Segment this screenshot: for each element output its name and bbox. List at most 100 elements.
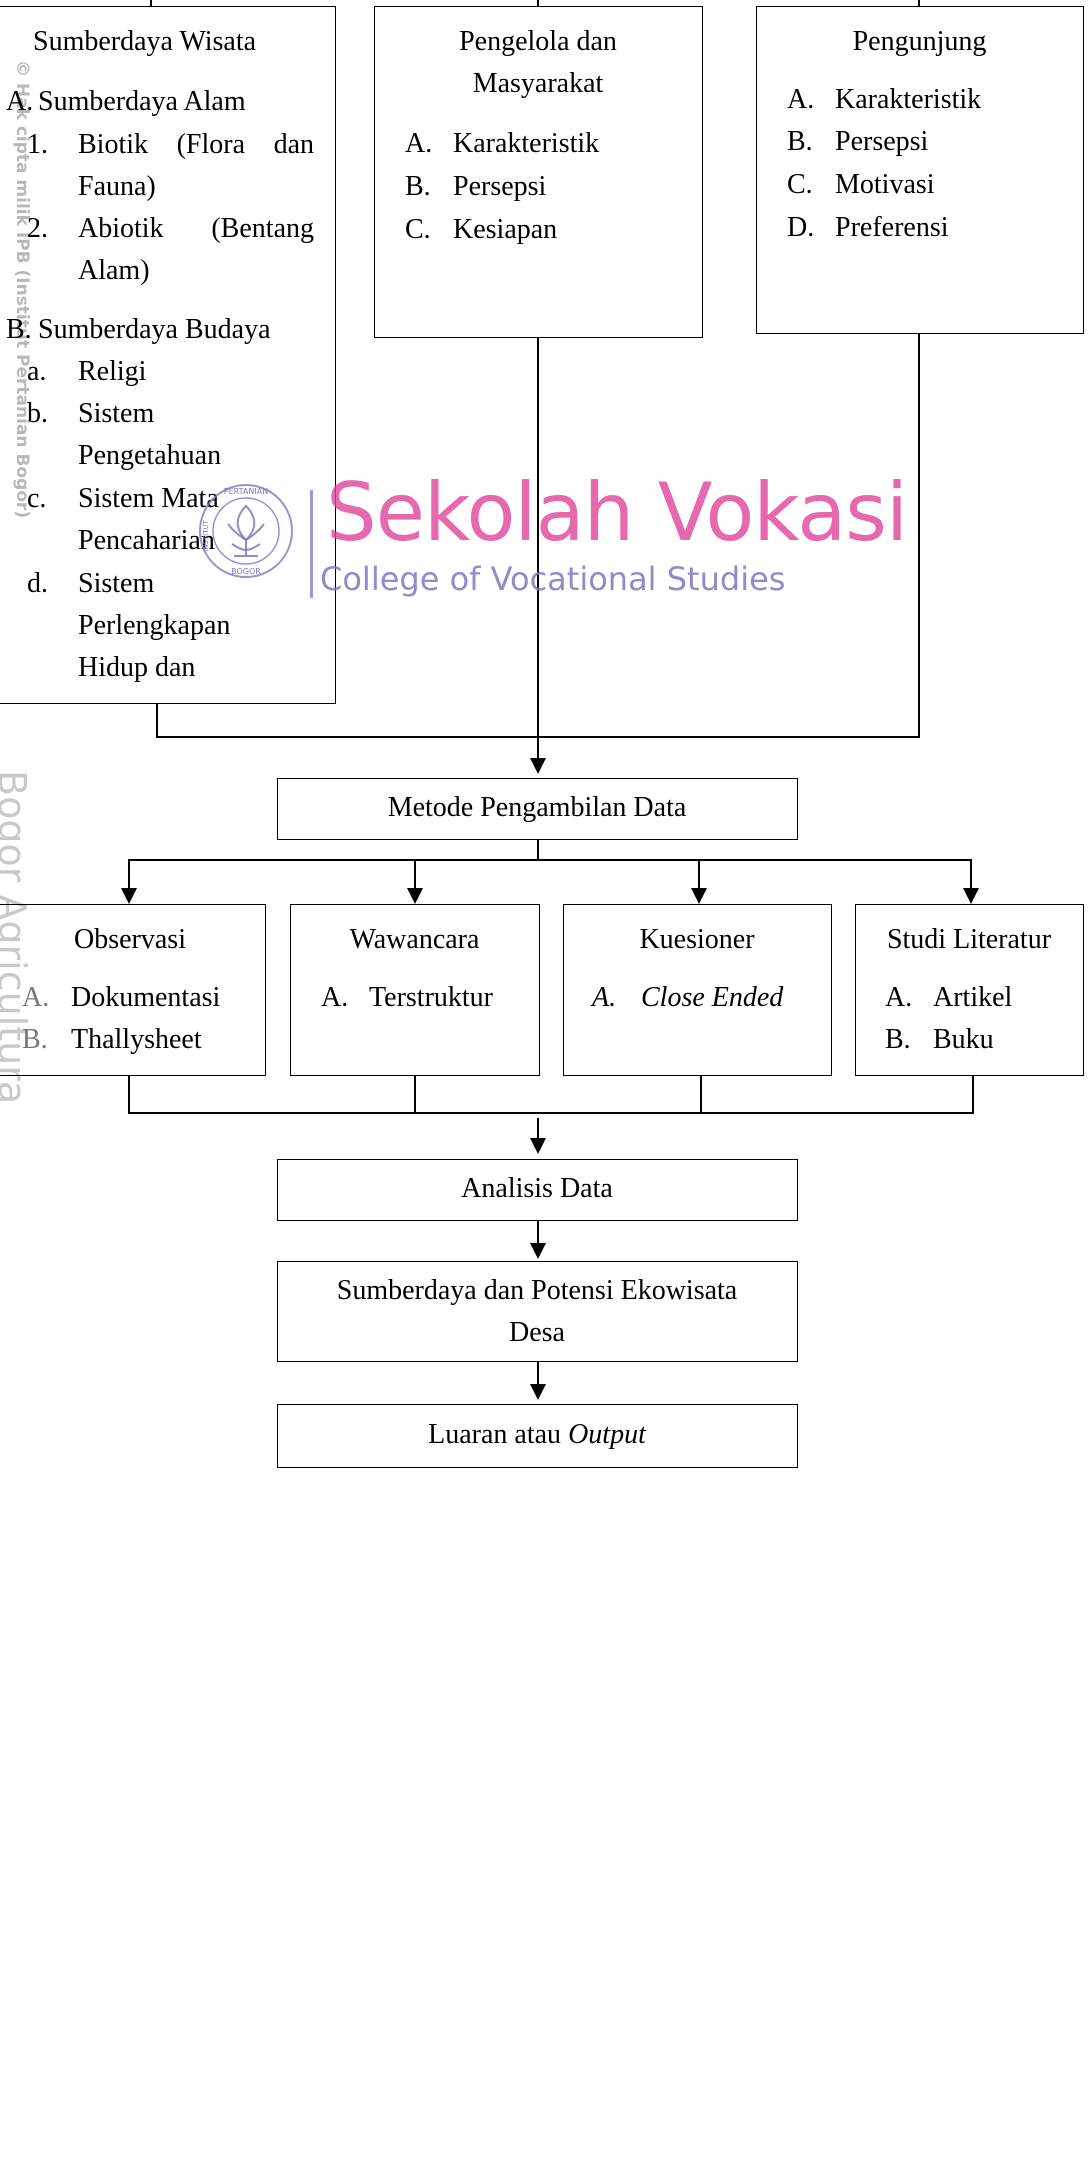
alam-marker: A. <box>6 86 34 117</box>
connector-line <box>537 1118 539 1140</box>
abiotik-marker: 2. <box>27 213 48 244</box>
watermark-subtitle: College of Vocational Studies <box>320 560 786 598</box>
sistem-mata-pencaharian-line1: Sistem Mata <box>78 483 219 514</box>
sistem-mata-pencaharian-line2: Pencaharian <box>78 525 215 556</box>
pengunjung-box: Pengunjung A. Karakteristik B. Persepsi … <box>756 6 1084 334</box>
arrow-down <box>530 1243 546 1259</box>
wawancara-item-marker: A. <box>321 982 349 1013</box>
potensi-line2: Desa <box>509 1317 565 1348</box>
connector-line <box>128 859 972 861</box>
connector-line <box>698 859 700 889</box>
kuesioner-box: Kuesioner A. Close Ended <box>563 904 832 1076</box>
top-tick <box>150 0 152 7</box>
observasi-title: Observasi <box>74 924 186 955</box>
abiotik-line2: Alam) <box>78 255 150 286</box>
observasi-item-thallysheet: Thallysheet <box>71 1024 202 1055</box>
luaran-label: Luaran atau Output <box>278 1414 796 1456</box>
pengelola-box: Pengelola dan Masyarakat A. Karakteristi… <box>374 6 703 338</box>
studi-literatur-title: Studi Literatur <box>886 924 1052 955</box>
pengunjung-item-persepsi: Persepsi <box>835 126 929 157</box>
potensi-line1: Sumberdaya dan Potensi Ekowisata <box>336 1275 738 1306</box>
wawancara-title: Wawancara <box>349 924 480 955</box>
pengunjung-title: Pengunjung <box>852 26 987 57</box>
sistem-pengetahuan-line2: Pengetahuan <box>78 440 222 471</box>
arrow-down <box>121 888 137 904</box>
potensi-box: Sumberdaya dan Potensi Ekowisata Desa <box>277 1261 798 1362</box>
seal-left-text: INSTITUT <box>202 519 210 551</box>
observasi-box: Observasi A. Dokumentasi B. Thallysheet <box>0 904 266 1076</box>
sistem-perlengkapan-line1: Sistem <box>78 568 155 599</box>
ipb-seal-logo: PERTANIAN INSTITUT BOGOR <box>199 484 293 578</box>
luaran-box: Luaran atau Output <box>277 1404 798 1468</box>
pengunjung-item-marker: A. <box>787 84 815 115</box>
top-tick <box>537 0 539 7</box>
sistem-perlengkapan-line3: Hidup dan <box>78 652 196 683</box>
connector-line <box>918 334 920 737</box>
metode-label: Metode Pengambilan Data <box>387 792 687 823</box>
religi-marker: a. <box>27 356 47 387</box>
observasi-item-marker: B. <box>22 1024 48 1055</box>
kuesioner-title: Kuesioner <box>639 924 755 955</box>
luaran-output: Output <box>568 1419 646 1450</box>
connector-line <box>537 1362 539 1386</box>
arrow-down <box>530 1384 546 1400</box>
pengelola-title-line1: Pengelola dan <box>459 26 617 57</box>
connector-line <box>972 1076 974 1114</box>
analisis-box: Analisis Data <box>277 1159 798 1221</box>
budaya-marker: B. <box>6 314 32 345</box>
seal-top-text: PERTANIAN <box>224 487 268 496</box>
sistem-pengetahuan-line1: Sistem <box>78 398 155 429</box>
connector-line <box>414 859 416 889</box>
sistem-perlengkapan-marker: d. <box>27 568 48 599</box>
connector-line <box>700 1076 702 1114</box>
connector-line <box>537 1221 539 1245</box>
kuesioner-item-close-ended: Close Ended <box>641 982 784 1013</box>
connector-line <box>156 704 158 737</box>
connector-line <box>537 338 539 760</box>
studi-literatur-box: Studi Literatur A. Artikel B. Buku <box>855 904 1084 1076</box>
alam-label: Sumberdaya Alam <box>38 86 246 117</box>
pengelola-title-line2: Masyarakat <box>472 68 604 99</box>
pengelola-item-kesiapan: Kesiapan <box>453 214 558 245</box>
seal-bottom-text: BOGOR <box>231 567 261 576</box>
biotik-marker: 1. <box>27 129 48 160</box>
connector-line <box>128 859 130 889</box>
sistem-pengetahuan-marker: b. <box>27 398 48 429</box>
wawancara-item-terstruktur: Terstruktur <box>369 982 494 1013</box>
sumberdaya-title: Sumberdaya Wisata <box>33 26 257 57</box>
connector-line <box>537 840 539 860</box>
watermark-divider <box>310 490 313 598</box>
luaran-prefix: Luaran atau <box>428 1419 562 1450</box>
connector-line <box>414 1076 416 1114</box>
pengunjung-item-preferensi: Preferensi <box>835 212 949 243</box>
abiotik-line1: Abiotik (Bentang <box>78 213 314 244</box>
pengelola-item-marker: C. <box>405 214 431 245</box>
wawancara-box: Wawancara A. Terstruktur <box>290 904 540 1076</box>
arrow-down <box>963 888 979 904</box>
pengunjung-item-motivasi: Motivasi <box>835 169 935 200</box>
studi-item-buku: Buku <box>933 1024 994 1055</box>
kuesioner-item-marker: A. <box>592 982 617 1013</box>
pengelola-item-persepsi: Persepsi <box>453 171 547 202</box>
metode-box: Metode Pengambilan Data <box>277 778 798 840</box>
sistem-perlengkapan-line2: Perlengkapan <box>78 610 231 641</box>
pengelola-item-marker: A. <box>405 128 433 159</box>
studi-item-artikel: Artikel <box>933 982 1013 1013</box>
pengelola-item-marker: B. <box>405 171 431 202</box>
sumberdaya-wisata-box: Sumberdaya Wisata A. Sumberdaya Alam 1. … <box>0 6 336 704</box>
pengunjung-item-marker: D. <box>787 212 815 243</box>
pengunjung-item-karakteristik: Karakteristik <box>835 84 982 115</box>
pengelola-item-karakteristik: Karakteristik <box>453 128 600 159</box>
analisis-label: Analisis Data <box>461 1173 613 1204</box>
watermark-title: Sekolah Vokasi <box>326 466 908 559</box>
pengunjung-item-marker: B. <box>787 126 813 157</box>
religi: Religi <box>78 356 147 387</box>
sistem-mata-pencaharian-marker: c. <box>27 483 47 514</box>
connector-line <box>128 1076 130 1114</box>
pengunjung-item-marker: C. <box>787 169 813 200</box>
studi-item-marker: B. <box>885 1024 911 1055</box>
connector-line <box>970 859 972 889</box>
studi-item-marker: A. <box>885 982 913 1013</box>
arrow-down <box>691 888 707 904</box>
observasi-item-marker: A. <box>22 982 50 1013</box>
